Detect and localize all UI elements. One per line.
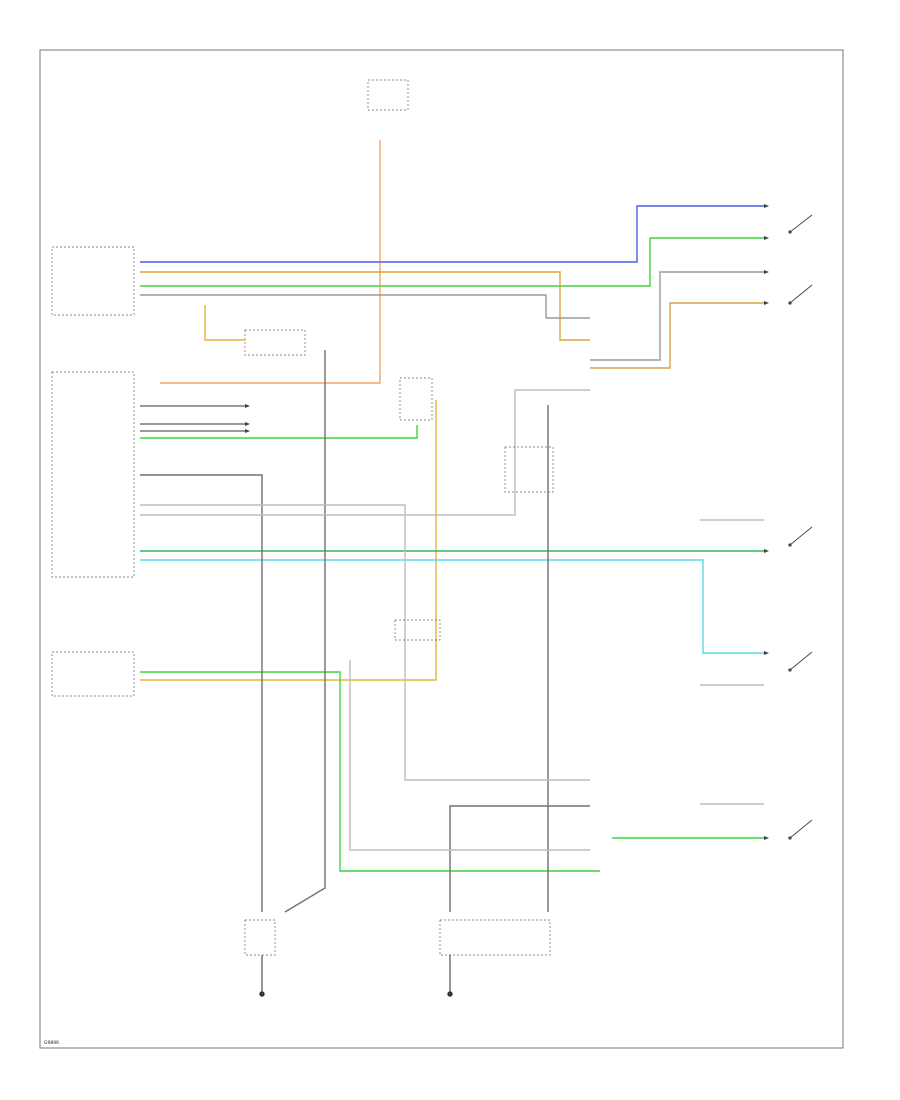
wire-black-3 xyxy=(449,805,590,912)
arrow-8 xyxy=(764,549,769,553)
wire-lgrey-2 xyxy=(140,389,590,516)
rear-seat-module xyxy=(51,246,135,316)
arrow-4 xyxy=(764,204,769,208)
wire-yellow-2 xyxy=(140,400,437,681)
wire-tan-1 xyxy=(140,271,590,341)
switch-3 xyxy=(789,526,813,546)
wire-grey-2 xyxy=(590,271,764,361)
ground-left-icon xyxy=(259,991,265,997)
wire-lgrey-1 xyxy=(140,504,590,781)
wire-grey-1 xyxy=(140,294,590,319)
connector-left-bottom xyxy=(244,919,276,956)
wire-tan-2 xyxy=(590,302,764,369)
relay-center xyxy=(504,446,554,493)
switch-pivot-5 xyxy=(788,836,792,840)
arrow-10 xyxy=(764,836,769,840)
wire-black-4 xyxy=(284,350,326,913)
arrow-5 xyxy=(764,236,769,240)
switch-pivot-1 xyxy=(788,230,792,234)
wire-cyan xyxy=(140,559,764,654)
arrow-9 xyxy=(764,651,769,655)
switch-pivot-4 xyxy=(788,668,792,672)
wire-green-low xyxy=(140,671,600,872)
switches xyxy=(788,214,813,840)
arrow-3 xyxy=(245,429,250,433)
wire-yellow-1 xyxy=(204,305,245,341)
body-control-module xyxy=(51,371,135,578)
diagram-code: G9896 xyxy=(44,1040,59,1046)
front-passenger-module xyxy=(51,651,135,697)
wire-lgrey-3 xyxy=(349,660,590,851)
wire-green-mid xyxy=(140,425,418,439)
component-blocks xyxy=(51,79,554,956)
connector-top-small xyxy=(244,329,306,356)
switch-1 xyxy=(789,214,813,233)
switch-2 xyxy=(789,284,813,304)
switch-pivot-2 xyxy=(788,301,792,305)
relay-upper xyxy=(399,377,433,421)
arrow-7 xyxy=(764,301,769,305)
arrow-6 xyxy=(764,270,769,274)
grounds xyxy=(259,955,453,997)
wire-black-1 xyxy=(140,474,263,912)
connector-mid xyxy=(394,619,441,641)
arrow-1 xyxy=(245,404,250,408)
wire-green-top xyxy=(140,237,764,287)
connector-right-bottom xyxy=(439,919,551,956)
switch-4 xyxy=(789,651,813,671)
arrow-2 xyxy=(245,422,250,426)
wire-traces xyxy=(140,140,764,913)
fuse-block-top xyxy=(367,79,409,111)
switch-5 xyxy=(789,819,813,839)
wire-orange-feed xyxy=(160,140,381,384)
connector-arrows xyxy=(245,204,769,840)
wire-blue xyxy=(140,205,764,263)
diagram-frame xyxy=(39,49,844,1049)
switch-pivot-3 xyxy=(788,543,792,547)
ground-right-icon xyxy=(447,991,453,997)
